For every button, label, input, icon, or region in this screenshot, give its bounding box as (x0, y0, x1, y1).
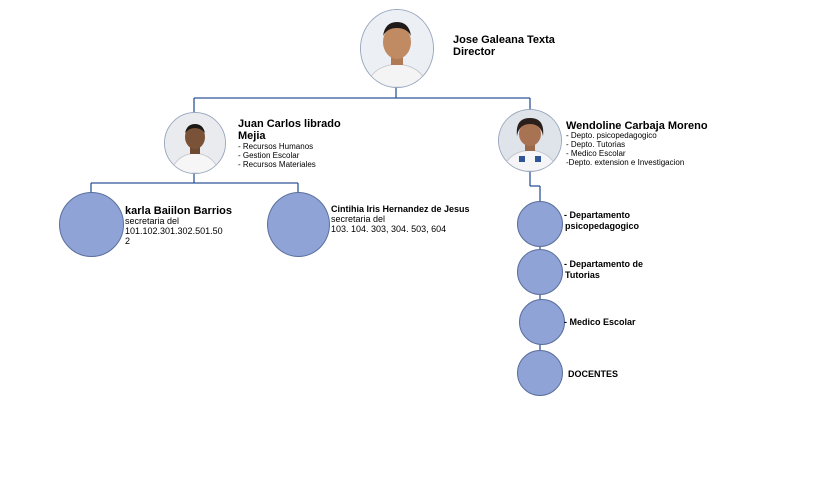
department-label: - Medico Escolar (564, 317, 636, 327)
department-label: - Departamento de (564, 259, 644, 269)
left-head-name-line2: Mejia (238, 130, 266, 142)
department-label: DOCENTES (568, 369, 619, 379)
left-head-duty: - Recursos Materiales (238, 160, 316, 169)
right-head-duty: - Depto. psicopedagogico (566, 131, 657, 140)
secretary-2-name: Cintihia Iris Hernandez de Jesus (331, 204, 470, 214)
department-bubble-docentes (517, 350, 563, 396)
secretary-1-role: secretaria del (125, 216, 180, 226)
department-label: Tutorias (565, 270, 600, 280)
right-head-photo (498, 109, 562, 172)
secretary-2-bubble (267, 192, 330, 257)
person-avatar-icon (165, 113, 225, 173)
director-role: Director (453, 46, 496, 58)
secretary-1-bubble (59, 192, 124, 257)
department-label: psicopedagogico (565, 221, 640, 231)
secretary-1-groups: 2 (125, 236, 131, 246)
department-bubble-psicopedagogico (517, 201, 563, 247)
secretary-1-groups: 101.102.301.302.501.50 (125, 226, 223, 236)
right-head-duty: - Medico Escolar (566, 149, 626, 158)
right-head-name: Wendoline Carbaja Moreno (566, 120, 708, 132)
secretary-2-role: secretaria del (331, 214, 386, 224)
person-avatar-icon (499, 110, 561, 171)
person-avatar-icon (361, 10, 433, 87)
left-head-name-line1: Juan Carlos librado (238, 118, 341, 130)
department-bubble-tutorias (517, 249, 563, 295)
secretary-1-name: karla Baiilon Barrios (125, 205, 232, 217)
left-head-photo (164, 112, 226, 174)
right-head-duty: -Depto. extension e Investigacion (566, 158, 685, 167)
left-head-duty: - Recursos Humanos (238, 142, 314, 151)
department-bubble-medico (519, 299, 565, 345)
right-head-duty: - Depto. Tutorias (566, 140, 626, 149)
director-name: Jose Galeana Texta (453, 34, 555, 46)
left-head-duty: - Gestion Escolar (238, 151, 300, 160)
secretary-2-groups: 103. 104. 303, 304. 503, 604 (331, 224, 447, 234)
director-photo (360, 9, 434, 88)
department-label: - Departamento (564, 210, 631, 220)
